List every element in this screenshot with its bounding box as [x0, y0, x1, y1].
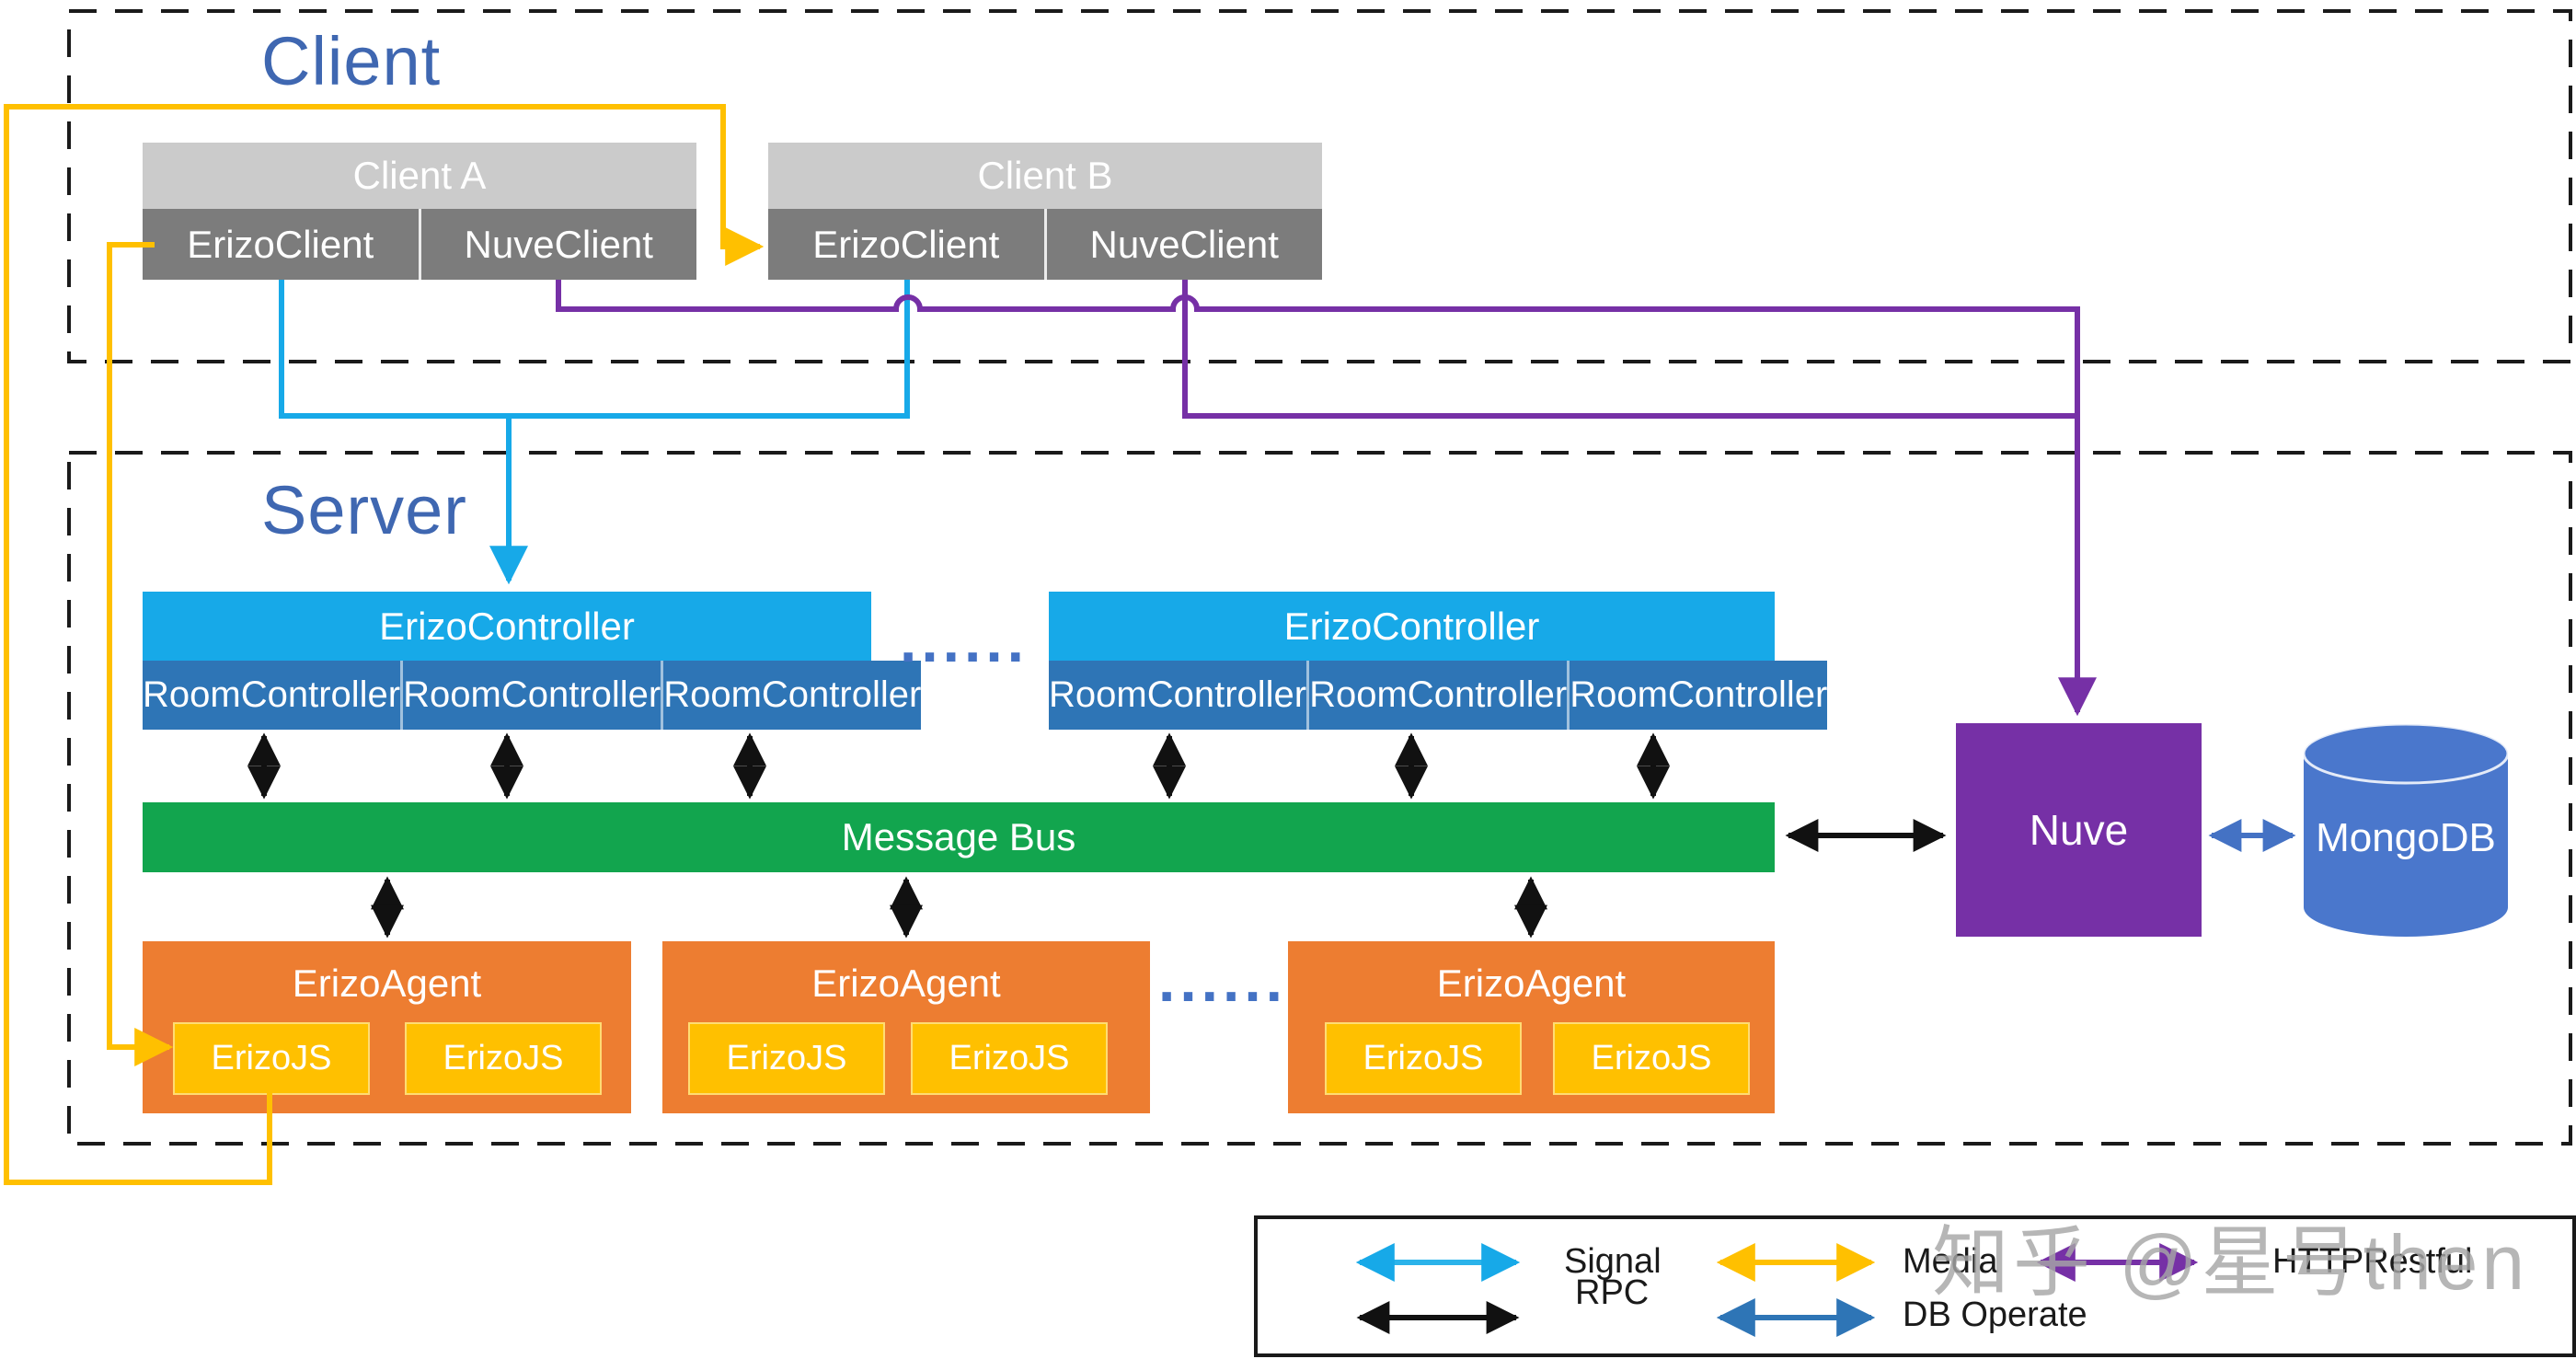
client-a-box: Client A ErizoClient NuveClient: [143, 143, 696, 280]
http-line-nuveclientB-to-nuve: [1182, 280, 2075, 419]
roomcontroller: RoomController: [661, 661, 922, 730]
client-b-box: Client B ErizoClient NuveClient: [768, 143, 1322, 280]
roomcontroller: RoomController: [1306, 661, 1568, 730]
erizojs: ErizoJS: [405, 1022, 602, 1095]
erizojs: ErizoJS: [173, 1022, 370, 1095]
erizoagent-2-title: ErizoAgent: [811, 962, 1001, 1005]
erizojs: ErizoJS: [911, 1022, 1108, 1095]
client-b-nuveclient: NuveClient: [1043, 209, 1322, 280]
client-a-nuveclient: NuveClient: [418, 209, 696, 280]
nuve-box: Nuve: [1956, 723, 2202, 937]
legend-media-label: Media: [1903, 1242, 1998, 1281]
legend-signal-label: Signal: [1564, 1242, 1662, 1281]
legend-db-label: DB Operate: [1903, 1296, 2087, 1334]
erizocontroller-2-title: ErizoController: [1049, 592, 1775, 661]
client-b-erizoclient: ErizoClient: [768, 209, 1044, 280]
client-a-erizoclient: ErizoClient: [143, 209, 419, 280]
erizojs: ErizoJS: [1325, 1022, 1522, 1095]
erizocontroller-1-title: ErizoController: [143, 592, 871, 661]
erizoagent-3-title: ErizoAgent: [1436, 962, 1627, 1005]
roomcontroller: RoomController: [400, 661, 661, 730]
mongodb-label: MongoDB: [2316, 815, 2496, 860]
server-group-title: Server: [261, 472, 467, 548]
client-group-title: Client: [261, 23, 442, 99]
legend-rpc-label: RPC: [1575, 1273, 1650, 1312]
client-a-title: Client A: [143, 143, 696, 209]
client-b-title: Client B: [768, 143, 1322, 209]
erizojs: ErizoJS: [688, 1022, 885, 1095]
erizojs: ErizoJS: [1553, 1022, 1750, 1095]
legend-http-label: HTTPRestful: [2272, 1242, 2473, 1281]
erizocontroller-1: ErizoController RoomController RoomContr…: [143, 592, 922, 730]
signal-line-clients: [279, 280, 910, 419]
erizoagent-1-title: ErizoAgent: [292, 962, 482, 1005]
controllers-ellipsis: ......: [900, 606, 1029, 674]
erizocontroller-2: ErizoController RoomController RoomContr…: [1049, 592, 1828, 730]
agents-ellipsis: ......: [1158, 946, 1288, 1014]
roomcontroller: RoomController: [1567, 661, 1828, 730]
roomcontroller: RoomController: [1049, 661, 1307, 730]
watermark: 知乎 @星号then: [1932, 1219, 2529, 1306]
message-bus: Message Bus: [143, 802, 1775, 872]
roomcontroller: RoomController: [143, 661, 401, 730]
